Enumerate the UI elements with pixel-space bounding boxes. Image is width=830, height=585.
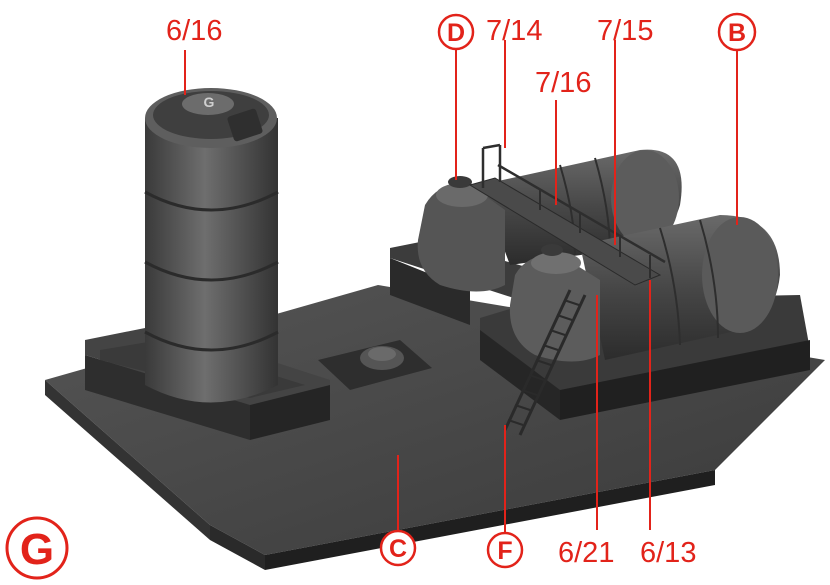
label-6-13: 6/13 — [640, 537, 696, 569]
label-6-16: 6/16 — [166, 15, 222, 47]
label-7-16: 7/16 — [535, 67, 591, 99]
svg-text:G: G — [204, 94, 215, 110]
circled-labels: D B C F G — [5, 12, 757, 580]
vertical-storage-tank: G — [144, 88, 279, 403]
svg-text:F: F — [497, 537, 512, 565]
pump-platform — [318, 340, 432, 390]
label-6-21: 6/21 — [558, 537, 614, 569]
label-7-14: 7/14 — [486, 15, 542, 47]
walkway-catwalk — [468, 143, 666, 286]
leader-lines — [184, 40, 738, 535]
circle-label-f: F — [486, 531, 524, 569]
small-tank-left — [417, 176, 505, 292]
small-tank-right — [509, 244, 600, 362]
label-7-15: 7/15 — [597, 15, 653, 47]
circle-label-c: C — [379, 529, 417, 567]
svg-text:B: B — [728, 19, 746, 47]
access-ladder — [503, 289, 587, 436]
svg-text:C: C — [389, 535, 407, 563]
circle-label-g: G — [5, 516, 69, 580]
svg-text:G: G — [20, 525, 54, 574]
svg-text:D: D — [447, 19, 465, 47]
front-horizontal-tank — [580, 215, 780, 360]
circle-label-d: D — [437, 13, 475, 51]
callout-labels: 6/16 7/14 7/15 7/16 6/21 6/13 — [166, 15, 696, 569]
circle-label-b: B — [717, 12, 757, 52]
